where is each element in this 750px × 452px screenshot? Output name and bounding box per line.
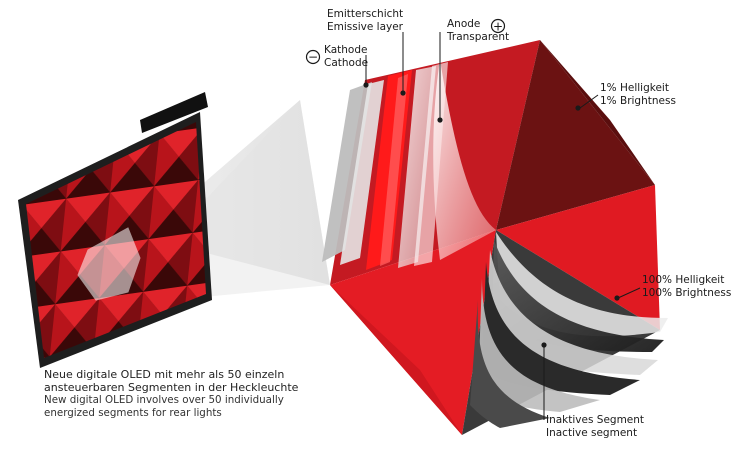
inactive-peel-2 (492, 240, 664, 352)
label-1-percent-en: 1% Brightness (600, 95, 676, 107)
svg-text:+: + (493, 20, 503, 34)
label-anode-en: Transparent (447, 31, 510, 43)
segment-1-percent (496, 40, 655, 230)
caption-de-line-1: Neue digitale OLED mit mehr als 50 einze… (44, 368, 285, 381)
oled-panel (18, 92, 212, 368)
svg-text:−: − (308, 50, 318, 64)
caption-de-line-2: ansteuerbaren Segmenten in der Heckleuch… (44, 381, 299, 394)
cathode-dot (363, 82, 369, 88)
leader-dots (363, 82, 620, 348)
caption-en-line-2: energized segments for rear lights (44, 407, 222, 419)
oled-caption: Neue digitale OLED mit mehr als 50 einze… (44, 368, 298, 420)
label-inactive-de: Inaktives Segment (546, 414, 645, 426)
label-emitter-de: Emitterschicht (327, 8, 404, 20)
inactive-peel-5 (478, 278, 600, 412)
cathode-layer (322, 82, 372, 262)
label-emitter-en: Emissive layer (327, 21, 403, 33)
inactive-dot (541, 342, 547, 348)
segment-1-percent-shade (540, 40, 655, 185)
caption-en-line-1: New digital OLED involves over 50 indivi… (44, 394, 284, 406)
emitter-dot (400, 90, 406, 96)
label-cathode-de: Kathode (324, 44, 368, 56)
segment-100-percent (496, 185, 660, 330)
label-emissive-layer: Emitterschicht Emissive layer (327, 8, 403, 34)
plus-symbol: + (490, 18, 506, 34)
peel-curl-top (433, 60, 496, 260)
anode-dot (437, 117, 443, 123)
label-inactive-segment: Inaktives Segment Inactive segment (546, 414, 644, 440)
label-100-percent-en: 100% Brightness (642, 287, 732, 299)
brightness-100-dot (614, 295, 620, 301)
label-1-percent-brightness: 1% Helligkeit 1% Brightness (600, 82, 676, 108)
cathode-layer-2 (340, 80, 384, 265)
segment-lower-left-shade (330, 285, 462, 435)
inactive-peel-3 (486, 250, 658, 375)
label-1-percent-de: 1% Helligkeit (600, 82, 669, 94)
label-100-percent-de: 100% Helligkeit (642, 274, 725, 286)
brightness-1-dot (575, 105, 581, 111)
label-inactive-en: Inactive segment (546, 427, 638, 439)
panel-highlight-segment (77, 227, 141, 301)
anode-layer (398, 66, 436, 268)
inactive-peel-6 (470, 300, 550, 428)
label-100-percent-brightness: 100% Helligkeit 100% Brightness (642, 274, 731, 300)
emissive-layer-glow (380, 74, 408, 266)
inactive-layer-stack (470, 232, 668, 428)
label-anode: Anode Transparent (447, 18, 509, 44)
minus-symbol: − (305, 49, 321, 65)
label-cathode: Kathode Cathode (324, 44, 368, 70)
leader-lines (365, 32, 641, 420)
label-anode-de: Anode (447, 18, 481, 30)
segment-lower-left (330, 230, 496, 435)
label-cathode-en: Cathode (324, 57, 369, 69)
panel-connector (140, 92, 208, 133)
inactive-peel-4 (482, 262, 640, 395)
